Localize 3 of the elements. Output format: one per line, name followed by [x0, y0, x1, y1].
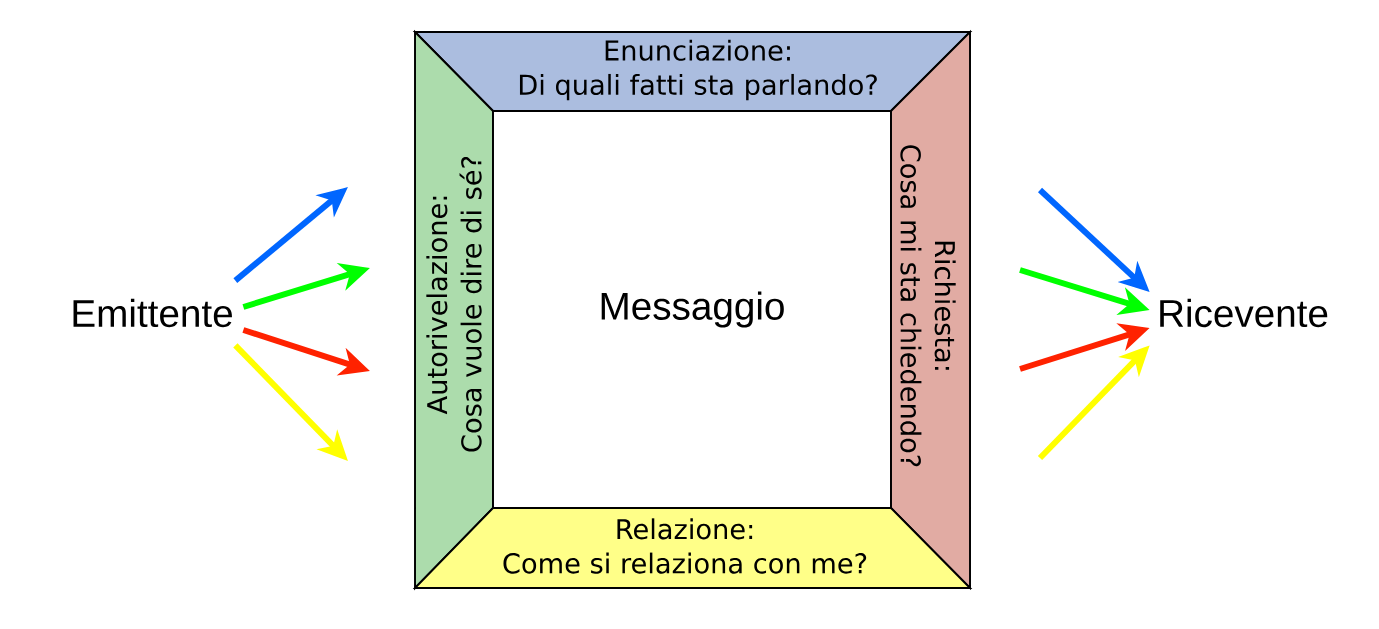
message-box: Messaggio	[492, 110, 892, 509]
receiver-label: Ricevente	[1160, 298, 1328, 328]
sender-label: Emittente	[73, 298, 232, 328]
